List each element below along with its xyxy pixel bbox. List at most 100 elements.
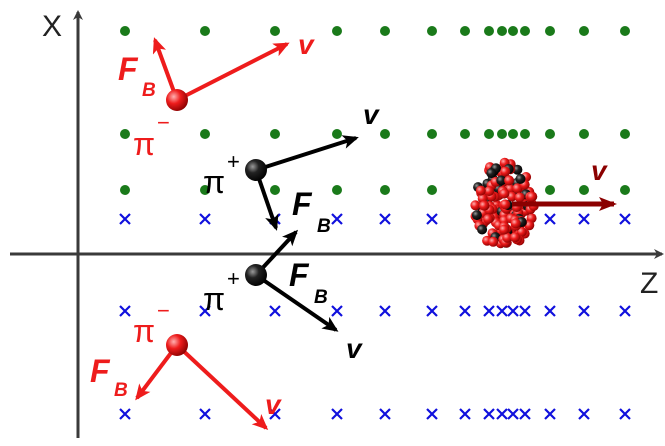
field-cross-marker xyxy=(578,408,590,420)
nucleon xyxy=(500,199,511,210)
force-subscript-pi-plus-upper: B xyxy=(317,216,331,237)
velocity-label-nucleus: v xyxy=(591,155,608,186)
velocity-arrow-pi-plus-lower xyxy=(254,273,339,332)
nucleon xyxy=(506,191,517,202)
pi-plus-upper-group: v F B π + xyxy=(203,99,380,237)
field-out-of-page-dots xyxy=(120,26,630,195)
velocity-label-pi-plus-upper: v xyxy=(363,99,380,130)
field-dot-marker xyxy=(545,185,555,195)
nucleon xyxy=(512,164,523,175)
nucleon xyxy=(502,232,513,243)
field-cross-marker xyxy=(459,305,471,317)
nucleon xyxy=(471,210,482,221)
field-cross-marker xyxy=(519,408,531,420)
field-dot-marker xyxy=(427,185,437,195)
field-dot-marker xyxy=(460,26,470,36)
field-dot-marker xyxy=(620,129,630,139)
field-cross-marker xyxy=(483,408,495,420)
field-dot-marker xyxy=(200,129,210,139)
particle-label-pi-minus-top: π xyxy=(133,126,155,162)
field-cross-marker xyxy=(619,213,631,225)
field-dot-marker xyxy=(579,185,589,195)
field-dot-marker xyxy=(620,26,630,36)
field-dot-marker xyxy=(332,129,342,139)
field-cross-marker xyxy=(578,213,590,225)
force-subscript-pi-plus-lower: B xyxy=(314,287,328,308)
field-dot-marker xyxy=(520,26,530,36)
nucleon xyxy=(496,175,507,186)
field-dot-marker xyxy=(200,26,210,36)
charge-label-pi-plus-lower: + xyxy=(227,266,240,291)
charge-label-pi-minus-bottom: − xyxy=(157,298,170,323)
field-dot-marker xyxy=(497,26,507,36)
field-dot-marker xyxy=(484,26,494,36)
field-cross-marker xyxy=(459,408,471,420)
pi-minus-top-group: v F B π − xyxy=(118,29,315,162)
field-dot-marker xyxy=(484,129,494,139)
field-dot-marker xyxy=(270,185,280,195)
pi-plus-lower-particle xyxy=(245,264,267,286)
field-cross-marker xyxy=(269,305,281,317)
field-dot-marker xyxy=(508,129,518,139)
field-dot-marker xyxy=(508,26,518,36)
field-dot-marker xyxy=(120,185,130,195)
field-dot-marker xyxy=(579,26,589,36)
field-cross-marker xyxy=(331,305,343,317)
field-cross-marker xyxy=(379,408,391,420)
nucleon xyxy=(516,226,527,237)
field-dot-marker xyxy=(545,26,555,36)
nucleon xyxy=(515,173,526,184)
field-dot-marker xyxy=(497,129,507,139)
nucleon xyxy=(475,185,486,196)
particle-label-pi-minus-bottom: π xyxy=(133,313,155,349)
field-dot-marker xyxy=(380,129,390,139)
pi-plus-lower-group: v F B π + xyxy=(203,229,363,364)
nucleon xyxy=(488,236,499,247)
field-cross-marker xyxy=(199,408,211,420)
velocity-label-pi-plus-lower: v xyxy=(346,333,363,364)
nucleon xyxy=(499,188,510,199)
field-dot-marker xyxy=(332,185,342,195)
field-cross-marker xyxy=(507,408,519,420)
nucleus-cluster xyxy=(470,157,539,249)
x-axis-label: X xyxy=(42,10,62,43)
nucleon xyxy=(483,214,494,224)
field-cross-marker xyxy=(269,408,281,420)
field-cross-marker xyxy=(426,408,438,420)
field-cross-marker xyxy=(544,408,556,420)
pi-minus-bottom-group: v F B π − xyxy=(90,298,282,431)
particle-label-pi-plus-lower: π xyxy=(203,281,225,317)
force-label-pi-plus-upper: F xyxy=(292,186,313,222)
field-cross-marker xyxy=(619,305,631,317)
nucleon xyxy=(486,168,497,179)
field-dot-marker xyxy=(120,26,130,36)
pi-plus-upper-particle xyxy=(245,159,267,181)
field-cross-marker xyxy=(483,305,495,317)
velocity-label-pi-minus-bottom: v xyxy=(265,389,282,420)
velocity-arrow-pi-plus-upper xyxy=(255,135,359,172)
force-label-pi-minus-top: F xyxy=(118,51,139,87)
nucleon xyxy=(470,200,481,211)
velocity-arrow-pi-minus-top xyxy=(176,42,290,102)
field-dot-marker xyxy=(427,26,437,36)
particle-label-pi-plus-upper: π xyxy=(203,164,225,200)
nucleon xyxy=(477,224,488,235)
field-dot-marker xyxy=(460,129,470,139)
charge-label-pi-minus-top: − xyxy=(157,110,170,135)
force-subscript-pi-minus-bottom: B xyxy=(114,380,128,401)
field-dot-marker xyxy=(270,129,280,139)
nucleon xyxy=(504,175,515,186)
field-dot-marker xyxy=(545,129,555,139)
field-cross-marker xyxy=(496,408,508,420)
field-cross-marker xyxy=(426,305,438,317)
field-dot-marker xyxy=(427,129,437,139)
charge-label-pi-plus-upper: + xyxy=(227,149,240,174)
field-cross-marker xyxy=(544,305,556,317)
force-subscript-pi-minus-top: B xyxy=(142,80,156,101)
field-cross-marker xyxy=(199,213,211,225)
field-cross-marker xyxy=(379,305,391,317)
nucleon xyxy=(510,232,521,243)
force-label-pi-plus-lower: F xyxy=(289,257,310,293)
field-dot-marker xyxy=(380,26,390,36)
